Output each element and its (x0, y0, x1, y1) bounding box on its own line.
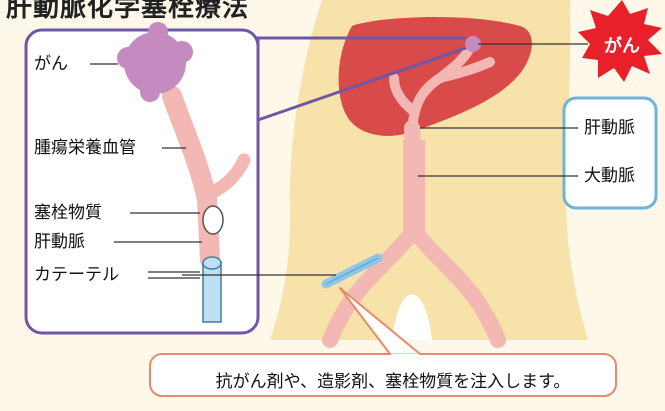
cancer-burst (578, 0, 662, 82)
inset-tumor-vessel-label: 腫瘍栄養血管 (34, 138, 136, 158)
inset-tumor (124, 32, 186, 94)
cancer-burst-label: がん (604, 36, 640, 57)
body-aorta-label: 大動脈 (584, 166, 635, 186)
callout-box (149, 353, 617, 397)
inset-hepatic-artery-label: 肝動脈 (34, 232, 85, 252)
body-leaders (182, 43, 588, 276)
inset-catheter (202, 261, 222, 323)
leg-gap (392, 294, 432, 340)
inset-leaders (90, 63, 202, 279)
callout-text: 抗がん剤や、造影剤、塞栓物質を注入します。 (215, 372, 571, 392)
inset-catheter-tip (202, 256, 222, 270)
zoom-connector (256, 36, 467, 122)
inset-cancer-label: がん (34, 54, 68, 74)
inset-tumor-lobe (148, 22, 168, 42)
inset-tumor-lobe (171, 41, 193, 63)
liver-tumor (465, 36, 481, 52)
inset-vessel-branch (199, 153, 251, 203)
hepatic-artery-branches (389, 43, 495, 145)
inset-tumor-lobe (117, 47, 139, 69)
diagram-title: 肝動脈化学塞栓療法 (6, 0, 250, 23)
inset-embolic (202, 205, 224, 235)
inset-tumor-lobe (140, 82, 160, 102)
body-hepatic-artery-label: 肝動脈 (584, 118, 635, 138)
inset-embolic-label: 塞栓物質 (34, 203, 102, 223)
inset-catheter-label: カテーテル (34, 265, 119, 285)
body-catheter-tip (325, 257, 379, 285)
artery-label-box (562, 96, 658, 210)
